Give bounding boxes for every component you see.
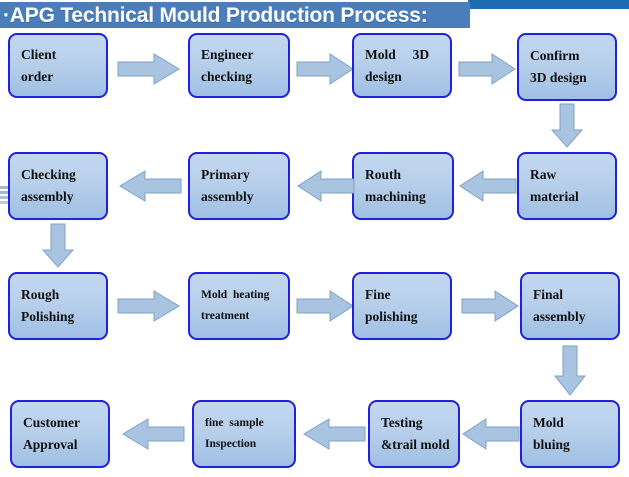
arrow-mold3d-to-confirm bbox=[458, 53, 516, 85]
arrow-finalassembly-to-moldbluing bbox=[553, 345, 587, 396]
node-line: Raw bbox=[530, 167, 557, 182]
arrow-raw-to-routh bbox=[459, 170, 517, 202]
arrow-checking-to-rough bbox=[41, 223, 75, 268]
node-line: Client bbox=[21, 46, 57, 62]
arrow-moldbluing-to-testing bbox=[462, 418, 520, 450]
arrow-confirm-to-raw bbox=[550, 103, 584, 148]
node-line: 3D design bbox=[530, 70, 587, 85]
process-node-customer-approval[interactable]: Customer Approval bbox=[10, 400, 110, 468]
node-line: assembly bbox=[201, 189, 254, 204]
arrow-rough-to-moldheating bbox=[117, 290, 180, 322]
node-line: design bbox=[365, 68, 402, 84]
process-node-testing-trail-mold[interactable]: Testing &trail mold bbox=[368, 400, 460, 468]
node-line: Testing bbox=[381, 415, 423, 430]
node-line: Engineer bbox=[201, 46, 254, 62]
node-line: Confirm bbox=[530, 48, 580, 63]
page-title: ·APG Technical Mould Production Process: bbox=[3, 3, 428, 27]
node-line: Routh bbox=[365, 167, 402, 182]
process-node-engineer-checking[interactable]: Engineer checking bbox=[188, 33, 290, 98]
node-line: &trail mold bbox=[381, 437, 450, 452]
node-line: treatment bbox=[201, 310, 250, 322]
node-line: Final bbox=[533, 287, 564, 302]
node-line: Checking bbox=[21, 167, 76, 182]
node-line: assembly bbox=[21, 189, 74, 204]
process-node-routh-machining[interactable]: Routh machining bbox=[352, 152, 454, 220]
node-line: Mold heating bbox=[201, 289, 270, 301]
process-node-rough-polishing[interactable]: Rough Polishing bbox=[8, 272, 108, 340]
node-line: checking bbox=[201, 68, 253, 84]
node-line: polishing bbox=[365, 309, 418, 324]
arrow-moldheating-to-finepolishing bbox=[296, 290, 354, 322]
arrow-primary-to-checking bbox=[119, 170, 182, 202]
node-line: Rough bbox=[21, 287, 60, 302]
process-node-confirm-3d-design[interactable]: Confirm 3D design bbox=[517, 33, 617, 101]
node-line: Polishing bbox=[21, 309, 75, 324]
arrow-routh-to-primary bbox=[297, 170, 355, 202]
process-node-fine-sample-inspection[interactable]: fine sample Inspection bbox=[192, 400, 296, 468]
arrow-finepolishing-to-finalassembly bbox=[461, 290, 519, 322]
process-node-primary-assembly[interactable]: Primary assembly bbox=[188, 152, 290, 220]
node-line: Approval bbox=[23, 437, 78, 452]
process-node-client-order[interactable]: Client order bbox=[8, 33, 108, 98]
process-node-final-assembly[interactable]: Final assembly bbox=[520, 272, 620, 340]
arrow-client-to-engineer bbox=[117, 53, 180, 85]
node-line: assembly bbox=[533, 309, 586, 324]
process-node-mold-3d-design[interactable]: Mold 3D design bbox=[352, 33, 452, 98]
arrow-finesample-to-customer bbox=[122, 418, 185, 450]
node-line: Fine bbox=[365, 287, 391, 302]
node-line: order bbox=[21, 68, 54, 84]
node-line: Primary bbox=[201, 167, 250, 182]
node-line: Mold bbox=[533, 415, 564, 430]
title-accent-strip bbox=[468, 0, 629, 9]
process-node-checking-assembly[interactable]: Checking assembly bbox=[8, 152, 108, 220]
process-node-mold-heating-treatment[interactable]: Mold heating treatment bbox=[188, 272, 290, 340]
node-line: bluing bbox=[533, 437, 570, 452]
node-line: machining bbox=[365, 189, 426, 204]
arrow-testing-to-finesample bbox=[303, 418, 366, 450]
arrow-engineer-to-mold3d bbox=[296, 53, 354, 85]
node-line: fine sample bbox=[205, 417, 264, 429]
node-line: Inspection bbox=[205, 438, 257, 450]
node-line: Mold 3D bbox=[365, 46, 430, 62]
title-banner: ·APG Technical Mould Production Process: bbox=[0, 2, 470, 28]
node-line: Customer bbox=[23, 415, 80, 430]
process-node-mold-bluing[interactable]: Mold bluing bbox=[520, 400, 620, 468]
process-node-raw-material[interactable]: Raw material bbox=[517, 152, 617, 220]
process-node-fine-polishing[interactable]: Fine polishing bbox=[352, 272, 452, 340]
node-line: material bbox=[530, 189, 579, 204]
